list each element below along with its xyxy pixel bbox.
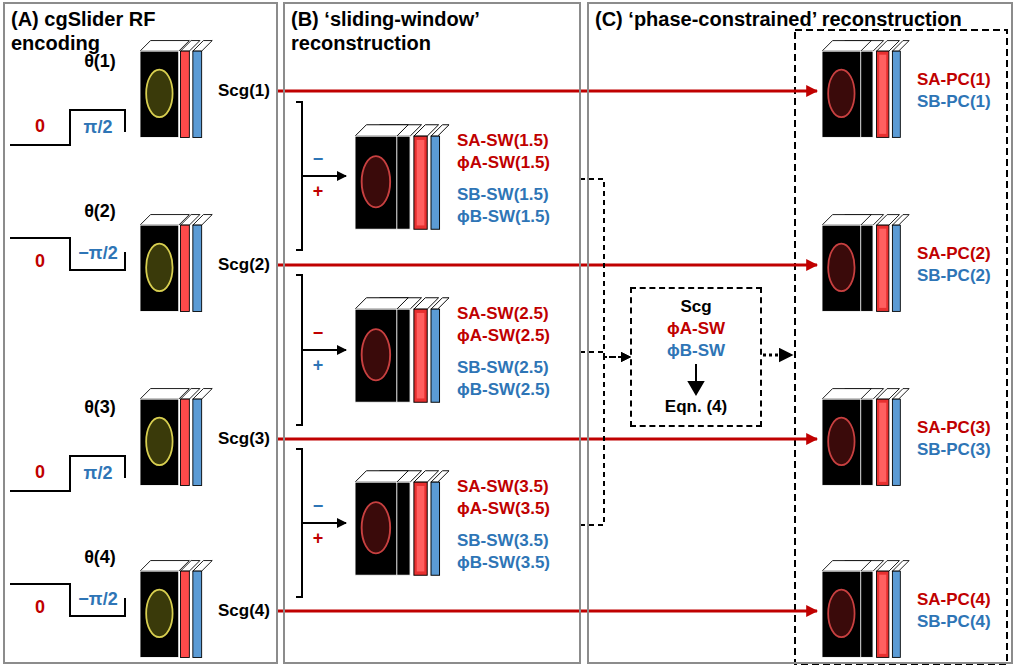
rf-phase-label: θ(4)	[84, 548, 116, 568]
sign-label: +	[313, 356, 324, 376]
signal-arrow	[276, 438, 817, 441]
signal-stack: SA-SW(1.5)ϕA-SW(1.5) SB-SW(1.5)ϕB-SW(1.5)	[354, 114, 580, 244]
rf-phase-label: 0	[35, 252, 45, 272]
panel: (B) ‘sliding-window’ reconstructionSA-SW…	[283, 2, 581, 664]
signal-label: Eqn. (4)	[665, 396, 727, 418]
signal-label: SB-PC(1)	[917, 91, 1007, 113]
sign-label: −	[313, 497, 324, 517]
signal-label: SB-PC(4)	[917, 611, 1007, 633]
panel-heading: (C) ‘phase-constrained’ reconstruction	[595, 7, 1010, 31]
signal-arrow	[276, 610, 817, 613]
signal-stack: Scg(4)	[136, 559, 276, 663]
signal-label: SB-SW(2.5)	[457, 357, 580, 379]
signal-label: SA-SW(3.5)	[457, 476, 580, 498]
signal-arrow	[276, 90, 817, 93]
signal-label: ϕA-SW(2.5)	[457, 325, 580, 347]
signal-label: ϕB-SW(3.5)	[457, 552, 580, 574]
signal-label: SA-PC(2)	[917, 243, 1007, 265]
signal-stack: SA-PC(2)SB-PC(2)	[817, 213, 1007, 317]
signal-label: SA-PC(4)	[917, 589, 1007, 611]
signal-stack: SA-PC(3)SB-PC(3)	[817, 387, 1007, 491]
signal-label: ϕA-SW(1.5)	[457, 152, 580, 174]
signal-label: Scg(2)	[218, 254, 276, 276]
down-arrow	[686, 362, 706, 396]
signal-label: Scg(4)	[218, 600, 276, 622]
panel: (C) ‘phase-constrained’ reconstructionSc…	[587, 2, 1013, 664]
rf-phase-label: π/2	[84, 464, 113, 484]
signal-label: ϕA-SW	[667, 318, 725, 340]
rf-phase-label: 0	[35, 463, 45, 483]
signal-label: SA-SW(2.5)	[457, 303, 580, 325]
rf-phase-label: θ(2)	[84, 202, 116, 222]
signal-label: SB-PC(3)	[917, 439, 1007, 461]
signal-stack: Scg(3)	[136, 387, 276, 491]
signal-label: SB-SW(1.5)	[457, 184, 580, 206]
signal-arrow	[276, 264, 817, 267]
signal-label: ϕB-SW(2.5)	[457, 379, 580, 401]
rf-phase-label: θ(1)	[84, 52, 116, 72]
sign-label: −	[313, 324, 324, 344]
sign-label: −	[313, 150, 324, 170]
signal-label: Scg(3)	[218, 428, 276, 450]
rf-phase-label: 0	[35, 598, 45, 618]
signal-stack: SA-PC(1)SB-PC(1)	[817, 39, 1007, 143]
signal-label: SA-PC(3)	[917, 417, 1007, 439]
panel-heading: (A) cgSlider RF encoding	[11, 7, 161, 55]
signal-stack: SA-SW(3.5)ϕA-SW(3.5) SB-SW(3.5)ϕB-SW(3.5)	[354, 460, 580, 590]
panel: (A) cgSlider RF encodingScg(1) Scg(2) Scg(…	[3, 2, 278, 664]
rf-phase-label: −π/2	[78, 244, 117, 264]
signal-label: ϕB-SW	[667, 340, 725, 362]
signal-stack: SA-PC(4)SB-PC(4)	[817, 559, 1007, 663]
signal-stack: SA-SW(2.5)ϕA-SW(2.5) SB-SW(2.5)ϕB-SW(2.5)	[354, 287, 580, 417]
signal-label: SA-SW(1.5)	[457, 130, 580, 152]
signal-label: Scg(1)	[218, 80, 276, 102]
signal-stack: Scg(1)	[136, 39, 276, 143]
rf-phase-label: −π/2	[78, 590, 117, 610]
panel-heading: (B) ‘sliding-window’ reconstruction	[291, 7, 526, 55]
signal-label: ϕB-SW(1.5)	[457, 206, 580, 228]
sign-label: +	[313, 529, 324, 549]
rf-phase-label: 0	[35, 117, 45, 137]
signal-stack: Scg(2)	[136, 213, 276, 317]
signal-label: SB-SW(3.5)	[457, 530, 580, 552]
signal-label: SA-PC(1)	[917, 69, 1007, 91]
process-box: ScgϕA-SWϕB-SW Eqn. (4)	[630, 287, 762, 427]
rf-phase-label: θ(3)	[84, 398, 116, 418]
signal-label: ϕA-SW(3.5)	[457, 498, 580, 520]
signal-label: SB-PC(2)	[917, 265, 1007, 287]
rf-phase-label: π/2	[84, 118, 113, 138]
signal-label: Scg	[680, 296, 711, 318]
sign-label: +	[313, 182, 324, 202]
